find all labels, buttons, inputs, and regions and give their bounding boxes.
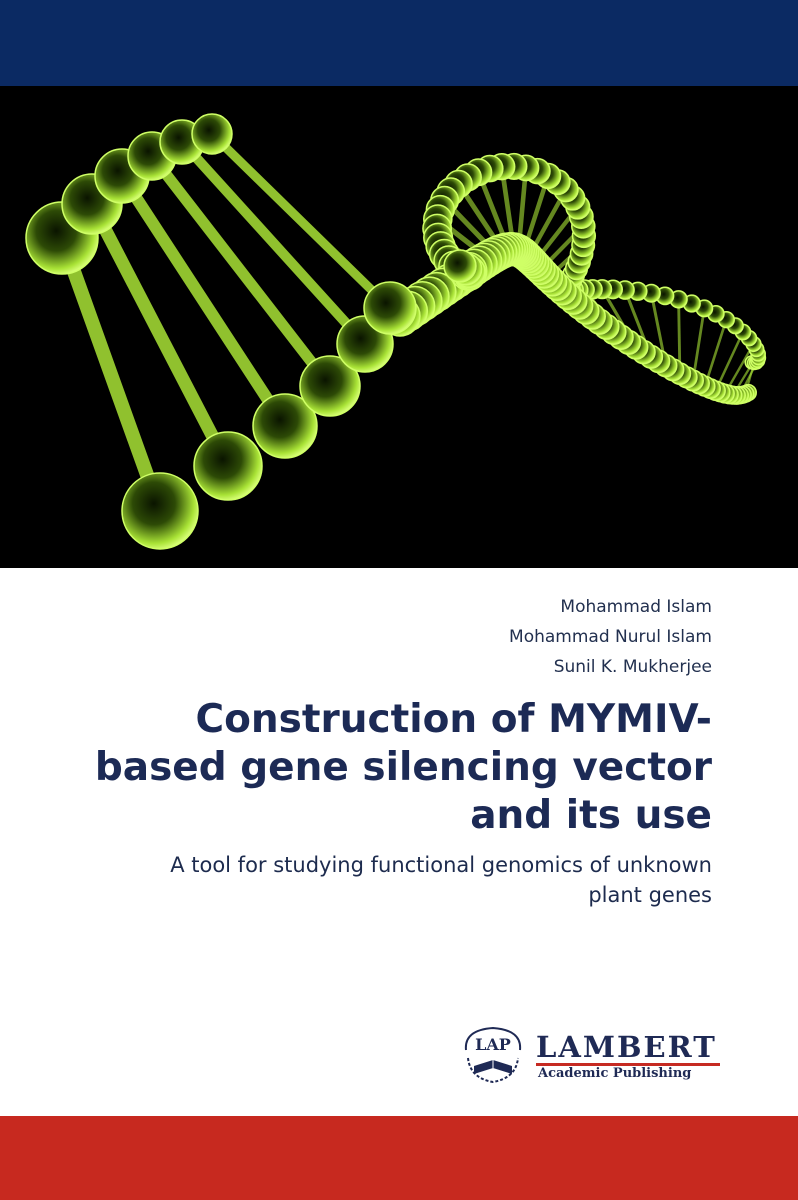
- author-3: Sunil K. Mukherjee: [553, 657, 712, 677]
- book-subtitle: A tool for studying functional genomics …: [72, 850, 712, 910]
- dna-helix-illustration: [0, 86, 798, 568]
- author-2: Mohammad Nurul Islam: [509, 627, 712, 647]
- publisher-logo: LAP LAMBERT Academic Publishing: [458, 1020, 728, 1088]
- dna-nucleotide-ball: [121, 472, 199, 550]
- cover-text: Mohammad Islam Mohammad Nurul Islam Suni…: [72, 592, 712, 910]
- dna-nucleotide-ball: [443, 249, 477, 283]
- dna-nucleotide-ball: [191, 113, 233, 155]
- publisher-name: LAMBERT: [536, 1030, 717, 1064]
- subtitle-line-1: A tool for studying functional genomics …: [170, 853, 712, 877]
- author-1: Mohammad Islam: [560, 597, 712, 617]
- title-line-1: Construction of MYMIV-: [195, 697, 712, 742]
- dna-nucleotide-ball: [252, 393, 318, 459]
- seal-text: LAP: [475, 1035, 511, 1054]
- publisher-rule: [536, 1063, 720, 1066]
- publisher-subname: Academic Publishing: [538, 1066, 692, 1081]
- dna-rung: [178, 138, 369, 348]
- title-line-3: and its use: [470, 793, 712, 838]
- dna-nucleotide-ball: [193, 431, 263, 501]
- dna-nucleotide-ball: [363, 281, 417, 335]
- dna-rung: [691, 308, 706, 381]
- dna-rung: [714, 331, 745, 392]
- bottom-red-band: [0, 1116, 798, 1200]
- dna-rung: [208, 130, 394, 312]
- dna-rung: [116, 172, 291, 430]
- lap-seal-icon: LAP: [464, 1026, 522, 1084]
- dna-rung: [703, 319, 728, 387]
- title-line-2: based gene silencing vector: [94, 745, 712, 790]
- subtitle-line-2: plant genes: [588, 883, 712, 907]
- dna-rung: [86, 201, 234, 469]
- dna-rung: [147, 152, 335, 390]
- dna-rung: [55, 235, 167, 514]
- dna-nucleotide-ball: [299, 355, 361, 417]
- book-title: Construction of MYMIV- based gene silenc…: [72, 696, 712, 840]
- dna-helix-graphic: [25, 113, 767, 550]
- top-blue-band: [0, 0, 798, 86]
